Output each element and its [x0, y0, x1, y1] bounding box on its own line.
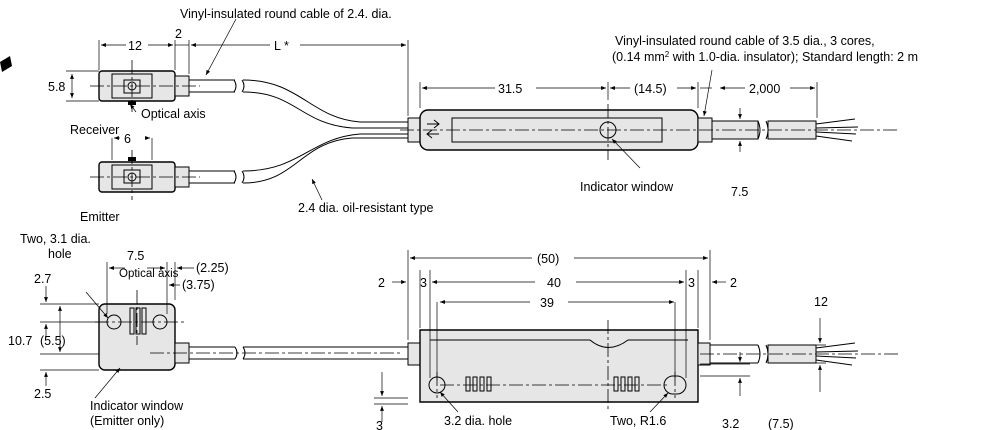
emitter-head [98, 157, 190, 193]
dim-7-5-label: 7.5 [731, 185, 748, 199]
cable-35-note-line1: Vinyl-insulated round cable of 3.5 dia.,… [615, 34, 875, 48]
dim-7-5-bottom-label: 7.5 [127, 249, 144, 263]
top-view: Vinyl-insulated round cable of 2.4. dia.… [0, 7, 918, 224]
dim-2-left-label: 2 [378, 276, 385, 290]
dim-3-75-label: (3.75) [182, 278, 215, 292]
arrow-left-icon [426, 129, 439, 139]
indicator-label-line2: (Emitter only) [90, 414, 164, 428]
cable-24-note: Vinyl-insulated round cable of 2.4. dia. [180, 7, 392, 21]
dim-2-25-label: (2.25) [196, 261, 229, 275]
dim-39-label: 39 [540, 296, 554, 310]
dim-3-bottom-label: 3 [376, 419, 383, 430]
hole-32-label: 3.2 dia. hole [444, 414, 512, 428]
receiver-label: Receiver [70, 123, 119, 137]
indicator-label-line1: Indicator window [90, 399, 184, 413]
dim-2-right-label: 2 [730, 276, 737, 290]
dim-12-label: 12 [128, 39, 142, 53]
dim-50-label: (50) [537, 252, 559, 266]
dim-3-left-label: 3 [420, 276, 427, 290]
dim-7-5-paren-label: (7.5) [768, 417, 794, 430]
dim-L-label: L * [274, 39, 289, 53]
dim-2-5-label: 2.5 [34, 387, 51, 401]
receiver-head [98, 70, 190, 105]
indicator-window-label: Indicator window [580, 180, 674, 194]
arrow-right-icon [427, 119, 440, 129]
optical-axis-label: Optical axis [141, 107, 206, 121]
dim-40-label: 40 [547, 276, 561, 290]
dim-5-8-label: 5.8 [48, 80, 65, 94]
dim-14-5-label: (14.5) [634, 82, 667, 96]
amplifier-side-view [407, 329, 711, 403]
dim-12-bottom-label: 12 [814, 295, 828, 309]
thin-cables [189, 79, 408, 184]
hole-label-line1: Two, 3.1 dia. [20, 232, 91, 246]
optical-axis-bottom-label: Optical axis [119, 268, 179, 280]
corner-mark-icon [0, 56, 12, 72]
dim-31-5-label: 31.5 [498, 82, 522, 96]
oil-resistant-note: 2.4 dia. oil-resistant type [298, 201, 434, 215]
dim-10-7-label: 10.7 [8, 334, 32, 348]
dim-3-2-label: 3.2 [722, 417, 739, 430]
dim-6-label: 6 [124, 132, 131, 146]
r16-label: Two, R1.6 [610, 414, 666, 428]
dim-2-7-label: 2.7 [34, 272, 51, 286]
dim-2000-label: 2,000 [749, 82, 780, 96]
dim-2-label: 2 [175, 27, 182, 41]
amplifier-unit [407, 109, 713, 151]
bottom-view: Two, 3.1 dia. hole 7.5 Optical axis (2.2… [8, 232, 900, 430]
hole-label-line2: hole [48, 247, 72, 261]
dim-3-right-label: 3 [688, 276, 695, 290]
dim-5-5-label: (5.5) [40, 334, 66, 348]
head-side-view [98, 303, 190, 371]
emitter-label: Emitter [80, 210, 120, 224]
cable-35-note-line2: (0.14 mm2 with 1.0-dia. insulator); Stan… [612, 50, 918, 64]
